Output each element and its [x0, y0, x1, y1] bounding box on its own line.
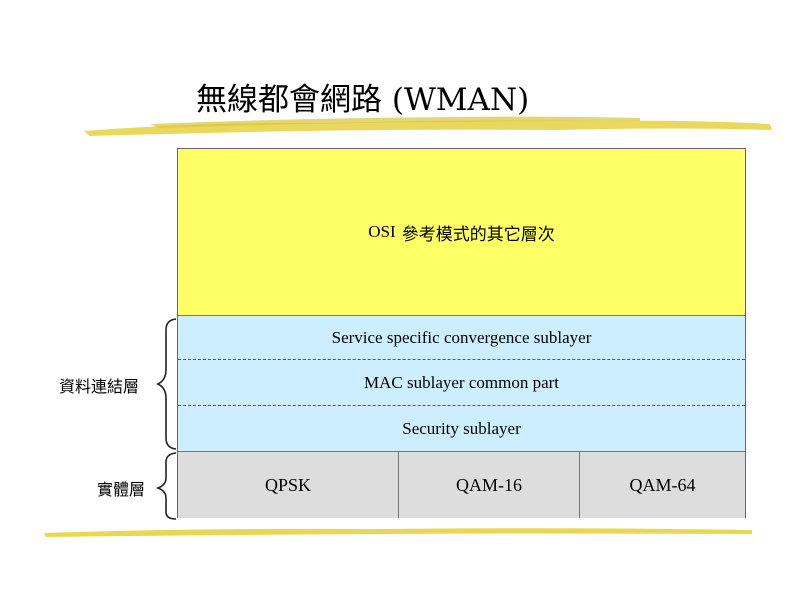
upper-layers-label: 參考模式的其它層次	[401, 224, 555, 245]
physical-layer-row: QPSK QAM-16 QAM-64	[178, 452, 745, 518]
data-link-brace	[156, 318, 177, 450]
bottom-brush	[44, 528, 752, 537]
qam16-cell: QAM-16	[399, 452, 580, 518]
mac-common-part-row: MAC sublayer common part	[178, 360, 745, 406]
data-link-layer-label: 資料連結層	[59, 377, 140, 396]
qpsk-cell: QPSK	[178, 452, 399, 518]
physical-brace	[155, 452, 177, 520]
physical-layer-label: 實體層	[97, 480, 146, 499]
osi-label: OSI	[368, 222, 396, 241]
convergence-sublayer-row: Service specific convergence sublayer	[178, 316, 745, 360]
qam64-cell: QAM-64	[629, 474, 696, 495]
slide-title: 無線都會網路 (WMAN)	[196, 82, 530, 118]
security-sublayer-row: Security sublayer	[178, 406, 745, 452]
protocol-stack-diagram: OSI 參考模式的其它層次 Service specific convergenc…	[177, 148, 746, 518]
osi-upper-layers-box: OSI 參考模式的其它層次	[178, 149, 745, 316]
